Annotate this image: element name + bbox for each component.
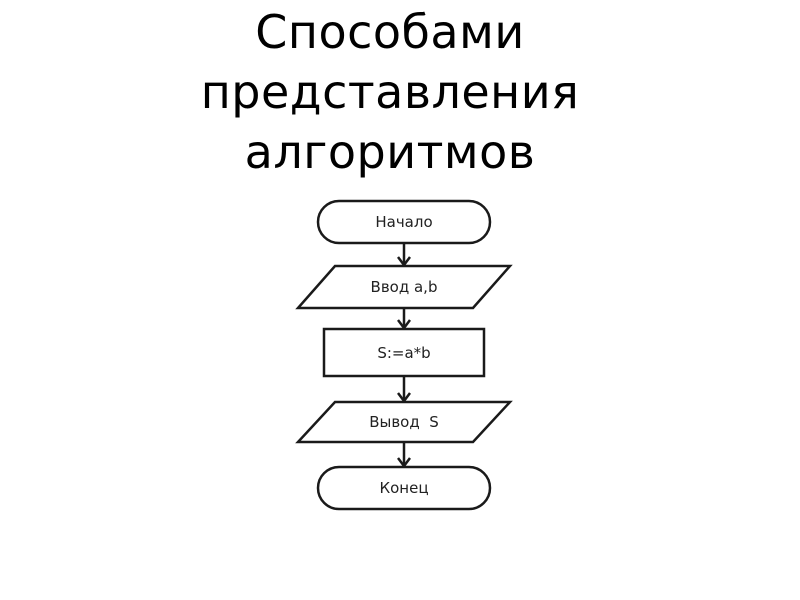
output-data-block — [295, 400, 513, 444]
slide-title: Способами представления алгоритмов — [0, 2, 780, 182]
arrowhead-1-icon — [397, 256, 411, 268]
process-block — [322, 327, 486, 378]
start-label: Начало — [375, 213, 432, 231]
title-line-1: Способами — [255, 5, 525, 59]
process-label: S:=a*b — [377, 344, 430, 362]
input-data-block — [295, 264, 513, 310]
arrowhead-3-icon — [397, 392, 411, 404]
arrowhead-2-icon — [397, 319, 411, 331]
output-label: Вывод S — [369, 413, 439, 431]
title-line-3: алгоритмов — [244, 125, 536, 179]
end-label: Конец — [379, 479, 428, 497]
input-label: Ввод a,b — [371, 278, 438, 296]
title-line-2: представления — [200, 65, 580, 119]
arrowhead-4-icon — [397, 457, 411, 469]
